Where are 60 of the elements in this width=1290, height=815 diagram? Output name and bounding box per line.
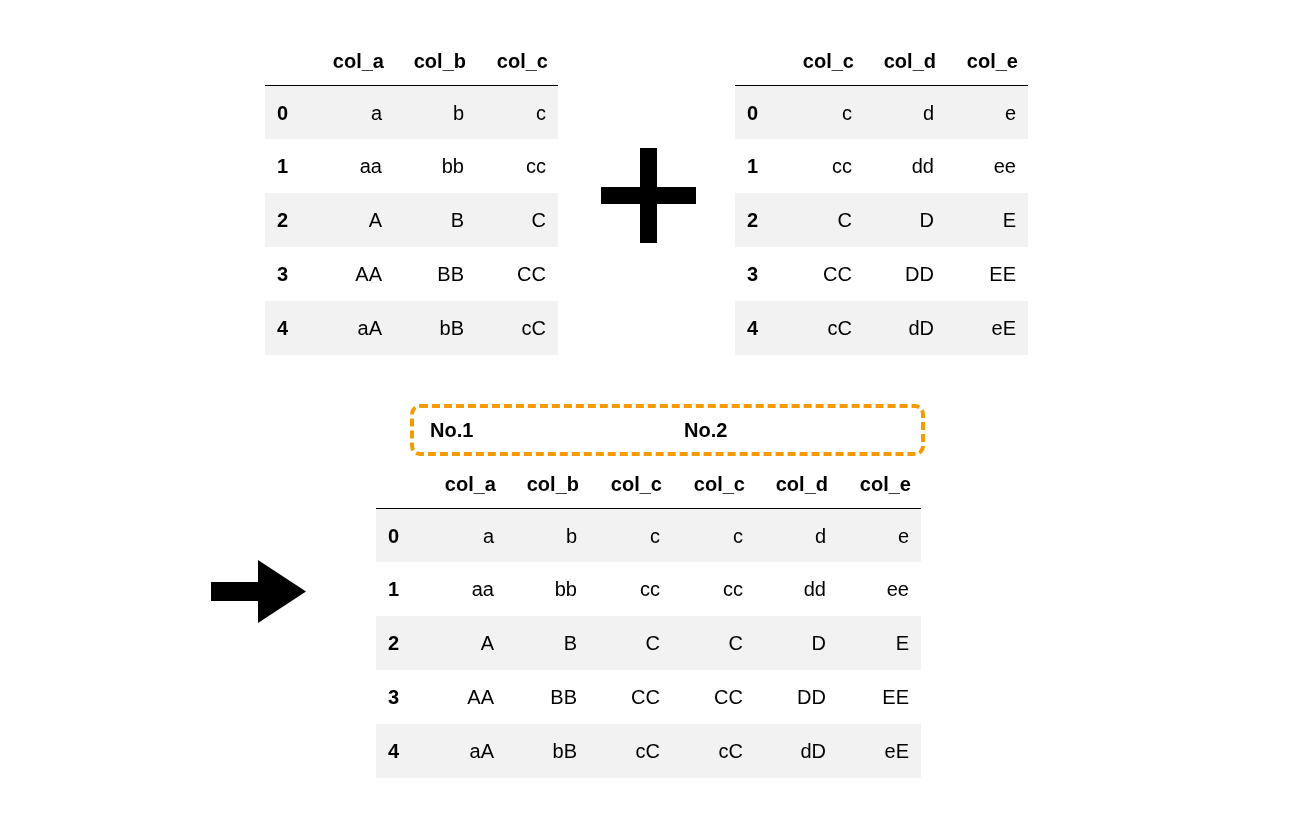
table-cell: dD	[864, 301, 946, 355]
row-index: 4	[376, 724, 423, 778]
table-cell: C	[589, 616, 672, 670]
row-index: 2	[265, 193, 312, 247]
table-cell: B	[394, 193, 476, 247]
column-header: col_a	[331, 49, 385, 74]
table-cell: bB	[506, 724, 589, 778]
table-cell: C	[782, 193, 864, 247]
table-cell: E	[946, 193, 1028, 247]
table-cell: e	[946, 85, 1028, 139]
table-cell: cC	[672, 724, 755, 778]
column-header: col_c	[692, 472, 746, 497]
table-cell: B	[506, 616, 589, 670]
table-cell: cC	[589, 724, 672, 778]
table-cell: dD	[755, 724, 838, 778]
column-header: col_e	[965, 49, 1019, 74]
column-header: col_d	[774, 472, 829, 497]
table-cell: aA	[423, 724, 506, 778]
dashed-frame	[410, 404, 925, 456]
column-header: col_b	[412, 49, 467, 74]
table-cell: b	[506, 508, 589, 562]
table-cell: c	[589, 508, 672, 562]
row-index: 4	[735, 301, 782, 355]
table-cell: A	[312, 193, 394, 247]
table-cell: cC	[782, 301, 864, 355]
column-header: col_b	[525, 472, 580, 497]
table-cell: E	[838, 616, 921, 670]
table-cell: e	[838, 508, 921, 562]
row-index: 4	[265, 301, 312, 355]
row-index: 0	[376, 508, 423, 562]
table-cell: a	[312, 85, 394, 139]
table-cell: c	[476, 85, 558, 139]
table-cell: A	[423, 616, 506, 670]
table-cell: C	[476, 193, 558, 247]
table-cell: C	[672, 616, 755, 670]
table-cell: d	[864, 85, 946, 139]
table-cell: cC	[476, 301, 558, 355]
table-cell: a	[423, 508, 506, 562]
table-cell: D	[755, 616, 838, 670]
frame-label: No.1	[430, 418, 474, 442]
table-cell: c	[672, 508, 755, 562]
table-cell: D	[864, 193, 946, 247]
row-index: 2	[376, 616, 423, 670]
table-cell: bB	[394, 301, 476, 355]
row-index: 0	[735, 85, 782, 139]
column-header: col_c	[495, 49, 549, 74]
frame-label: No.2	[684, 418, 728, 442]
table-cell: c	[782, 85, 864, 139]
row-index: 2	[735, 193, 782, 247]
column-header: col_a	[443, 472, 497, 497]
table-cell: aA	[312, 301, 394, 355]
column-header: col_c	[609, 472, 663, 497]
row-index: 0	[265, 85, 312, 139]
table-cell: d	[755, 508, 838, 562]
column-header: col_c	[801, 49, 855, 74]
table-cell: eE	[838, 724, 921, 778]
table-cell: eE	[946, 301, 1028, 355]
column-header: col_d	[882, 49, 937, 74]
table-cell: b	[394, 85, 476, 139]
column-header: col_e	[858, 472, 912, 497]
